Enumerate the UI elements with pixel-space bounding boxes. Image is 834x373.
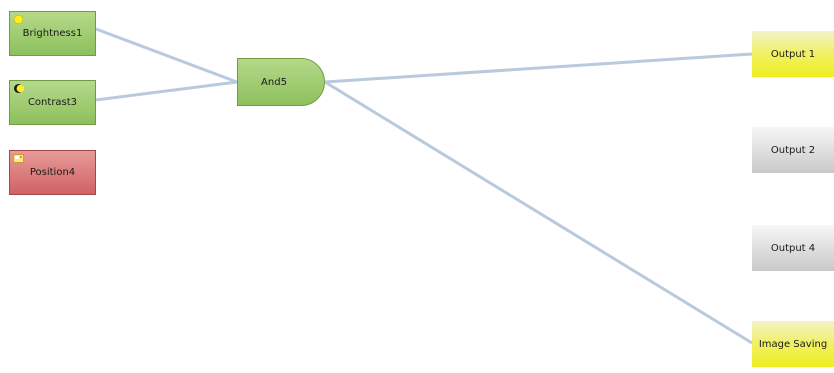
node-output-2[interactable]: Output 2 [752, 127, 834, 173]
node-output-1[interactable]: Output 1 [752, 31, 834, 77]
sun-icon [13, 14, 24, 25]
node-output-2-label: Output 2 [770, 144, 816, 156]
node-image-saving-label: Image Saving [758, 338, 828, 350]
node-output-1-label: Output 1 [770, 48, 816, 60]
node-position-label: Position4 [29, 167, 76, 178]
wire-brightness-to-and[interactable] [95, 27, 238, 84]
node-contrast-label: Contrast3 [27, 97, 78, 108]
node-contrast[interactable]: Contrast3 [9, 80, 96, 125]
wire-and-to-output1[interactable] [324, 52, 753, 84]
and-gate-label: And5 [261, 76, 287, 88]
and-gate-node[interactable]: And5 [237, 58, 325, 106]
node-position[interactable]: Position4 [9, 150, 96, 195]
node-output-4-label: Output 4 [770, 242, 816, 254]
wire-and-to-image-saving[interactable] [324, 80, 753, 345]
node-brightness[interactable]: Brightness1 [9, 11, 96, 56]
moon-icon [14, 84, 24, 93]
and-gate-shape [237, 58, 325, 106]
position-icon [13, 154, 24, 163]
wire-contrast-to-and[interactable] [95, 80, 238, 102]
node-image-saving[interactable]: Image Saving [752, 321, 834, 367]
node-output-4[interactable]: Output 4 [752, 225, 834, 271]
node-brightness-label: Brightness1 [22, 28, 83, 39]
